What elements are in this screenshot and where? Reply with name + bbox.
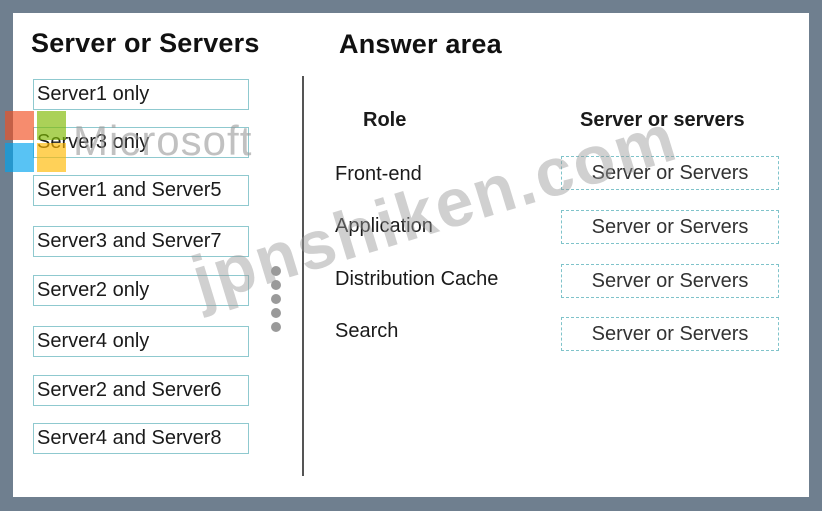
role-application: Application [335, 215, 433, 237]
drop-target-application[interactable]: Server or Servers [561, 210, 779, 244]
drop-target-distribution-cache[interactable]: Server or Servers [561, 264, 779, 298]
servers-column-header: Server or servers [580, 109, 745, 131]
drop-target-search[interactable]: Server or Servers [561, 317, 779, 351]
option-server4-only[interactable]: Server4 only [33, 326, 249, 357]
option-server4-and-server8[interactable]: Server4 and Server8 [33, 423, 249, 454]
options-title: Server or Servers [31, 28, 260, 58]
option-server1-and-server5[interactable]: Server1 and Server5 [33, 175, 249, 206]
role-front-end: Front-end [335, 163, 422, 185]
drag-handle-icon[interactable] [271, 266, 283, 336]
microsoft-watermark: Microsoft [73, 117, 253, 164]
panel-divider [302, 76, 304, 476]
role-search: Search [335, 320, 399, 342]
question-panel: Server or Servers Answer area Server1 on… [5, 13, 809, 497]
role-column-header: Role [363, 109, 407, 131]
option-server2-and-server6[interactable]: Server2 and Server6 [33, 375, 249, 406]
role-distribution-cache: Distribution Cache [335, 268, 499, 290]
microsoft-logo-icon [5, 111, 67, 173]
answer-area-title: Answer area [339, 29, 502, 59]
option-server1-only[interactable]: Server1 only [33, 79, 249, 110]
option-server3-and-server7[interactable]: Server3 and Server7 [33, 226, 249, 257]
option-server2-only[interactable]: Server2 only [33, 275, 249, 306]
drop-target-front-end[interactable]: Server or Servers [561, 156, 779, 190]
